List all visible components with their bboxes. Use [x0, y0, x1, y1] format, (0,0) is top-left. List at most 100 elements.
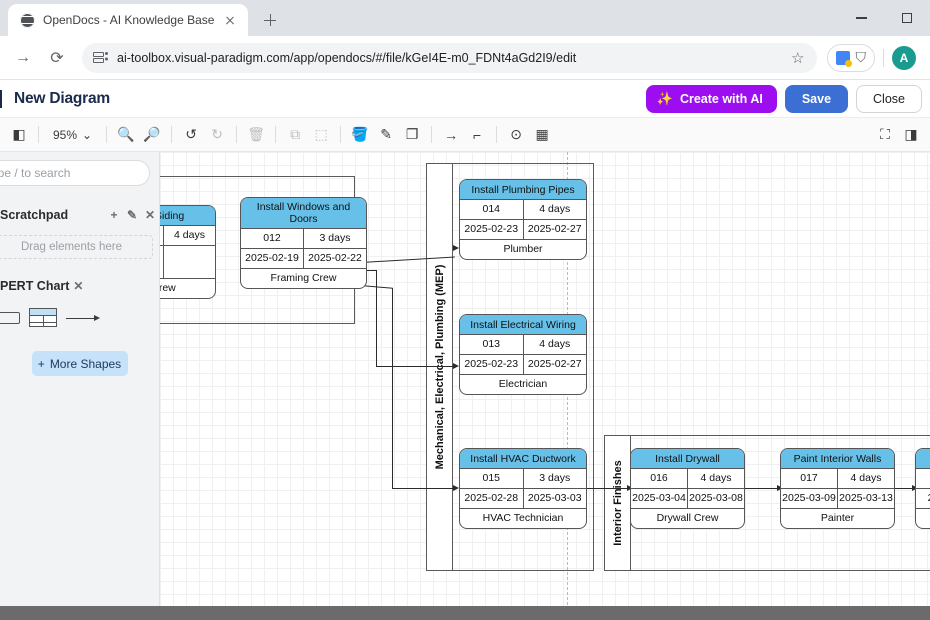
fill-color-icon[interactable]: 🪣 [347, 122, 373, 148]
globe-icon [20, 13, 35, 28]
node-title: or Siding [160, 206, 215, 226]
connector-line [392, 288, 393, 488]
site-settings-icon[interactable] [93, 51, 108, 65]
app-root: New Diagram ✨ Create with AI Save Close … [0, 80, 930, 620]
node-row-dates: 2025-02-19 2025-02-22 [241, 249, 366, 269]
close-icon[interactable]: ✕ [141, 206, 159, 224]
paste-icon[interactable]: ⬚ [308, 122, 334, 148]
page-title: New Diagram [14, 90, 110, 108]
node-install-hvac-ductwork[interactable]: Install HVAC Ductwork 015 3 days 2025-02… [459, 448, 587, 529]
node-duration: 4 days [523, 200, 587, 219]
divider [340, 126, 341, 143]
divider [496, 126, 497, 143]
node-resource: Electrician [460, 375, 586, 394]
edit-icon[interactable]: ✎ [123, 206, 141, 224]
node-code: 018 [916, 469, 930, 488]
node-start-date: 2025-02-19 [241, 249, 303, 268]
node-duration: 3 days [303, 229, 366, 248]
node-start-date: 2025-02-28 [460, 489, 523, 508]
node-end-date: 2025-03-08 [687, 489, 744, 508]
node-resource: Fl [916, 509, 930, 528]
url-bar: → ⟳ ai-toolbox.visual-paradigm.com/app/o… [0, 36, 930, 80]
plus-icon: + [38, 357, 45, 371]
shape-style-icon[interactable]: ❐ [399, 122, 425, 148]
new-tab-button[interactable] [256, 6, 284, 34]
avatar[interactable]: A [892, 46, 916, 70]
lane-title-interior: Interior Finishes [612, 460, 624, 546]
scratchpad-dropzone[interactable]: Drag elements here [0, 235, 153, 259]
puzzle-icon[interactable]: ⛉ [856, 49, 867, 66]
divider [236, 126, 237, 143]
extension-icon[interactable] [836, 51, 850, 65]
diagram-canvas[interactable]: Mechanical, Electrical, Plumbing (MEP) I… [160, 152, 930, 620]
node-install-electrical-wiring[interactable]: Install Electrical Wiring 013 4 days 202… [459, 314, 587, 395]
node-code: 015 [460, 469, 523, 488]
sidebar-toggle-icon[interactable]: ◧ [6, 122, 32, 148]
node-title: Install Electrical Wiring [460, 315, 586, 335]
plus-icon[interactable]: + [105, 206, 123, 224]
node-install-plumbing-pipes[interactable]: Install Plumbing Pipes 014 4 days 2025-0… [459, 179, 587, 260]
divider [431, 126, 432, 143]
node-title: Install Plumbing Pipes [460, 180, 586, 200]
forward-button[interactable]: → [8, 43, 38, 73]
node-exterior-siding[interactable]: or Siding 4 days 2025-02-18 Crew [160, 205, 216, 299]
node-start-date: 2025-0 [916, 489, 930, 508]
extension-pill[interactable]: ⛉ [827, 44, 876, 72]
work-area: Type / to search Scratchpad + ✎ ✕ Drag e… [0, 152, 930, 620]
address-bar[interactable]: ai-toolbox.visual-paradigm.com/app/opend… [82, 43, 817, 73]
bookmark-icon[interactable]: ☆ [791, 49, 804, 67]
node-install-windows-doors[interactable]: Install Windows and Doors 012 3 days 202… [240, 197, 367, 289]
node-row-code-duration: 013 4 days [460, 335, 586, 355]
zoom-level-value: 95% [53, 128, 77, 142]
browser-tab[interactable]: OpenDocs - AI Knowledge Base [8, 4, 248, 36]
node-row-dates: 2025-02-18 [160, 246, 215, 279]
tab-title: OpenDocs - AI Knowledge Base [43, 13, 214, 27]
node-duration: 4 days [523, 335, 587, 354]
undo-icon[interactable]: ↺ [178, 122, 204, 148]
fullscreen-icon[interactable]: ⛶ [872, 122, 898, 148]
create-with-ai-button[interactable]: ✨ Create with AI [646, 85, 777, 113]
redo-icon[interactable]: ↻ [204, 122, 230, 148]
zoom-in-icon[interactable]: 🔍 [113, 122, 139, 148]
search-input[interactable]: Type / to search [0, 160, 150, 186]
save-button[interactable]: Save [785, 85, 848, 113]
scratchpad-title: Scratchpad [0, 208, 105, 222]
node-end-date [163, 246, 215, 278]
more-shapes-label: More Shapes [50, 357, 121, 371]
maximize-icon[interactable] [884, 0, 930, 36]
node-paint-interior-walls[interactable]: Paint Interior Walls 017 4 days 2025-03-… [780, 448, 895, 529]
node-row-code-duration: 018 [916, 469, 930, 489]
node-duration: 4 days [163, 226, 215, 245]
zoom-level-select[interactable]: 95% ⌄ [45, 123, 100, 147]
create-with-ai-label: Create with AI [680, 92, 763, 106]
copy-icon[interactable]: ⧉ [282, 122, 308, 148]
node-resource: Painter [781, 509, 894, 528]
more-shapes-button[interactable]: + More Shapes [32, 351, 128, 376]
close-button[interactable]: Close [856, 85, 922, 113]
right-panel-icon[interactable]: ◨ [898, 122, 924, 148]
shapes-sidebar: Type / to search Scratchpad + ✎ ✕ Drag e… [0, 152, 160, 620]
close-icon[interactable]: ✕ [69, 277, 87, 295]
elbow-connector-icon[interactable]: ⌐ [464, 122, 490, 148]
reload-button[interactable]: ⟳ [42, 43, 72, 73]
node-install-flooring[interactable]: Ins 018 2025-0 Fl [915, 448, 930, 529]
scratchpad-header: Scratchpad + ✎ ✕ [0, 204, 159, 226]
node-install-drywall[interactable]: Install Drywall 016 4 days 2025-03-04 20… [630, 448, 745, 529]
node-start-date: 2025-02-23 [460, 355, 523, 374]
minimize-icon[interactable] [838, 0, 884, 36]
zoom-out-icon[interactable]: 🔎 [139, 122, 165, 148]
close-icon[interactable] [222, 12, 238, 28]
delete-icon[interactable]: 🗑 [243, 122, 269, 148]
shape-tool-icon[interactable]: ⊙ [503, 122, 529, 148]
line-color-icon[interactable]: ✎ [373, 122, 399, 148]
url-text: ai-toolbox.visual-paradigm.com/app/opend… [117, 51, 782, 65]
node-resource: Plumber [460, 240, 586, 259]
rectangle-shape-icon[interactable] [0, 312, 20, 324]
pert-node-shape-icon[interactable] [29, 308, 57, 327]
straight-connector-icon[interactable]: → [438, 122, 464, 148]
node-code: 016 [631, 469, 687, 488]
connector-shape-icon[interactable] [66, 313, 100, 323]
table-icon[interactable]: ▦ [529, 122, 555, 148]
divider [106, 126, 107, 143]
node-resource: Drywall Crew [631, 509, 744, 528]
